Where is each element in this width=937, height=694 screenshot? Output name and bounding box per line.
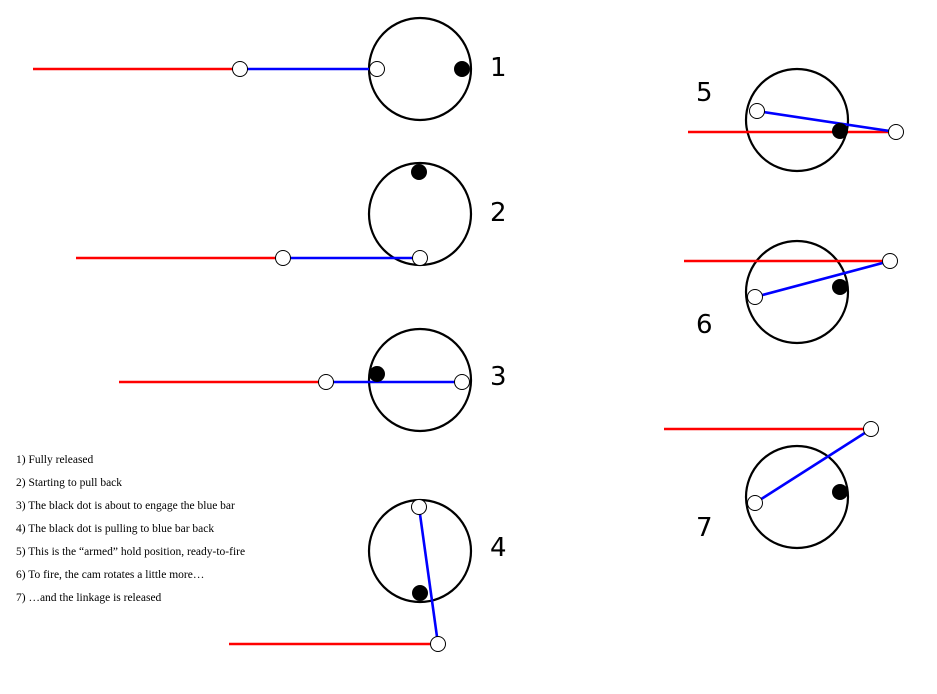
pivot-end-7	[863, 421, 879, 437]
cam-wheel-6	[744, 239, 850, 345]
pivot-end-2	[412, 250, 428, 266]
cam-dot-7	[832, 484, 848, 500]
legend-item-4: 4) The black dot is pulling to blue bar …	[16, 523, 215, 535]
pivot-joint-5	[749, 103, 765, 119]
legend-item-2: 2) Starting to pull back	[16, 477, 123, 489]
cam-dot-6	[832, 279, 848, 295]
cam-dot-3	[369, 366, 385, 382]
cam-wheel-3	[367, 327, 473, 433]
step-legend: 1) Fully released 2) Starting to pull ba…	[16, 452, 245, 613]
stage-3: 3	[119, 327, 507, 433]
linkage-bar-7	[754, 427, 872, 505]
linkage-bar-4	[417, 506, 440, 645]
legend-item-7: 7) …and the linkage is released	[16, 592, 162, 604]
cam-wheel-5	[744, 67, 850, 173]
pivot-joint-7	[747, 495, 763, 511]
pivot-end-1	[369, 61, 385, 77]
step-number-2: 2	[490, 198, 507, 228]
step-number-3: 3	[490, 362, 507, 392]
pivot-end-4	[430, 636, 446, 652]
step-number-4: 4	[490, 533, 507, 563]
step-number-1: 1	[490, 53, 507, 83]
linkage-bar-6	[754, 259, 891, 299]
stage-7: 7	[664, 421, 879, 550]
pivot-joint-4	[411, 499, 427, 515]
cam-wheel-7	[744, 444, 850, 550]
pivot-joint-1	[232, 61, 248, 77]
cam-dot-5	[832, 123, 848, 139]
legend-item-3: 3) The black dot is about to engage the …	[16, 500, 235, 512]
pivot-joint-3	[318, 374, 334, 390]
step-number-5: 5	[696, 78, 713, 108]
stage-4: 4	[229, 498, 507, 652]
cam-dot-4	[412, 585, 428, 601]
pivot-end-3	[454, 374, 470, 390]
legend-item-5: 5) This is the “armed” hold position, re…	[16, 546, 246, 558]
linkage-bar-5	[756, 109, 897, 134]
cam-dot-1	[454, 61, 470, 77]
legend-item-1: 1) Fully released	[16, 454, 94, 466]
cam-dot-2	[411, 164, 427, 180]
stage-2: 2	[76, 161, 507, 267]
step-number-6: 6	[696, 310, 713, 340]
pivot-joint-2	[275, 250, 291, 266]
step-number-7: 7	[696, 513, 713, 543]
stage-6: 6	[684, 239, 898, 345]
legend-item-6: 6) To fire, the cam rotates a little mor…	[16, 569, 205, 581]
pivot-joint-6	[747, 289, 763, 305]
stage-1: 1	[33, 16, 507, 122]
stages-group: 1 2 3 4 5 6 7	[33, 16, 904, 652]
pivot-end-5	[888, 124, 904, 140]
stage-5: 5	[688, 67, 904, 173]
pivot-end-6	[882, 253, 898, 269]
